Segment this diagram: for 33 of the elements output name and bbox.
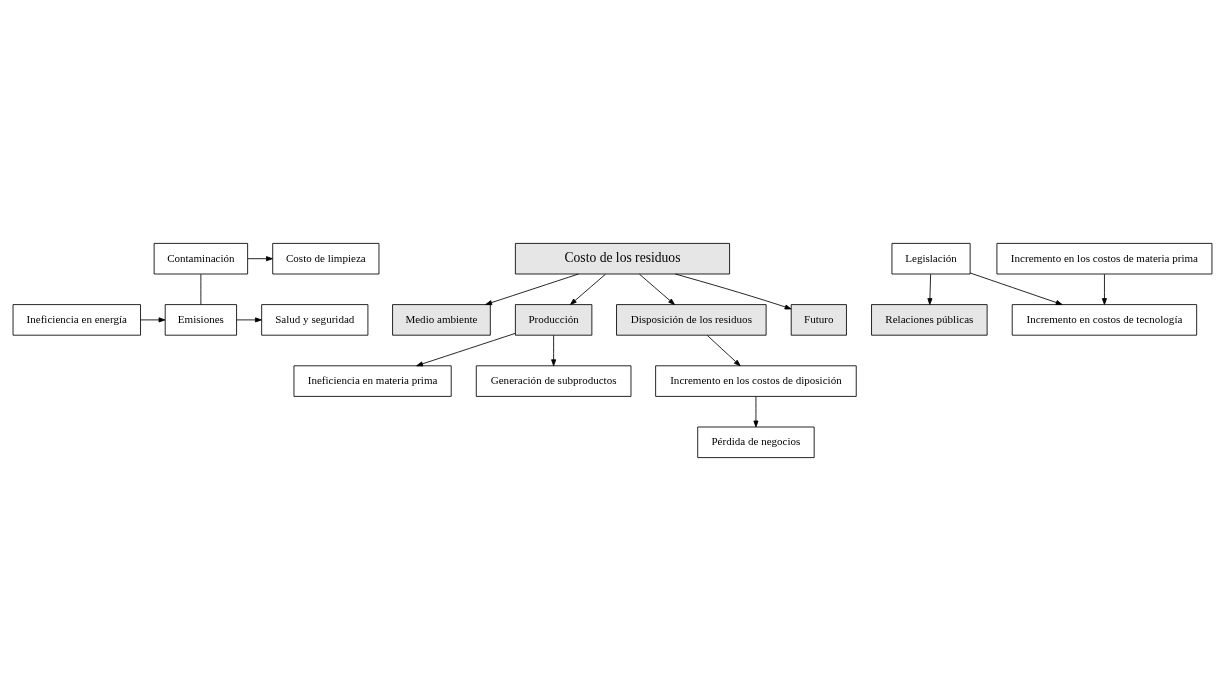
node-box: Producción <box>514 303 593 336</box>
node-box: Incremento en costos de tecnología <box>1011 303 1198 336</box>
arrow <box>706 334 741 366</box>
node-box: Pérdida de negocios <box>697 426 815 458</box>
node-box: Medio ambiente <box>392 303 491 336</box>
node-box: Generación de subproductos <box>475 364 632 397</box>
arrow <box>140 316 166 322</box>
arrow <box>570 273 606 305</box>
arrow <box>416 332 516 366</box>
arrow <box>1101 273 1107 305</box>
node-box: Legislación <box>891 242 971 274</box>
node-box: Costo de limpieza <box>272 242 380 274</box>
node-box: Ineficiencia en energía <box>12 303 141 336</box>
arrow <box>639 273 675 305</box>
node-box: Salud y seguridad <box>261 303 369 336</box>
arrow <box>674 273 792 309</box>
arrow <box>247 255 273 261</box>
connector <box>200 273 202 305</box>
node-box: Emisiones <box>164 303 237 336</box>
node-box: Futuro <box>790 303 847 336</box>
node-box: Ineficiencia en materia prima <box>293 364 452 397</box>
node-box: Incremento en los costos de diposición <box>655 364 857 397</box>
arrow <box>485 273 579 305</box>
node-box: Costo de los residuos <box>514 242 730 274</box>
arrow <box>753 395 759 427</box>
arrow <box>551 334 557 366</box>
arrow <box>927 273 933 305</box>
arrow <box>969 272 1063 305</box>
node-box: Relaciones públicas <box>871 303 988 336</box>
arrow <box>236 316 262 322</box>
node-box: Incremento en los costos de materia prima <box>996 242 1213 274</box>
node-box: Disposición de los residuos <box>616 303 767 336</box>
node-box: Contaminación <box>153 242 249 274</box>
